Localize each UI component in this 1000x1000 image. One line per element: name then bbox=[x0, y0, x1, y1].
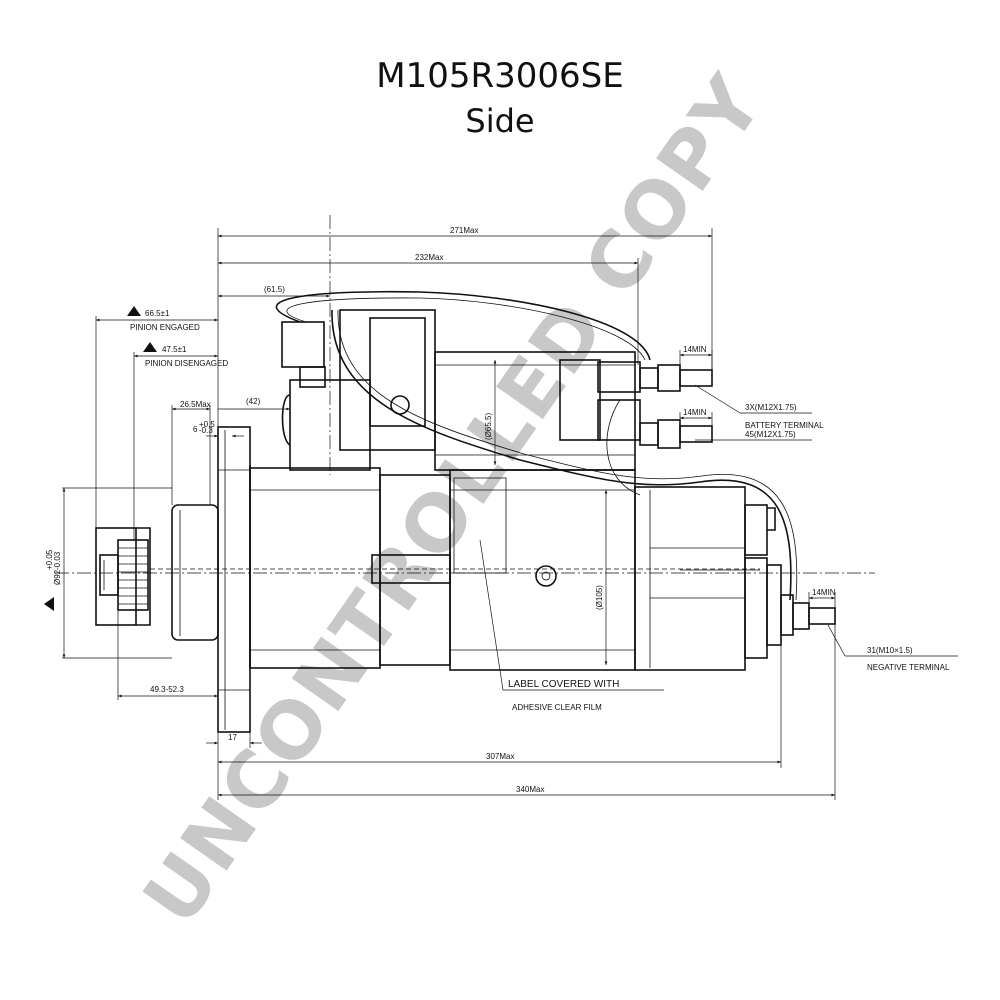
dim-340max: 340Max bbox=[218, 624, 836, 800]
dim-6: 6 +0.5 -0.3 bbox=[193, 420, 244, 438]
dim-14min-negative: 14MIN bbox=[808, 588, 836, 608]
svg-text:LABEL COVERED WITH: LABEL COVERED WITH bbox=[508, 679, 619, 690]
negative-terminal bbox=[780, 594, 836, 636]
dim-dia-65-5: (Ø65.5) bbox=[484, 360, 497, 465]
svg-text:14MIN: 14MIN bbox=[812, 588, 836, 597]
callout-label-film: LABEL COVERED WITH ADHESIVE CLEAR FILM bbox=[479, 539, 664, 712]
svg-text:14MIN: 14MIN bbox=[683, 345, 707, 354]
svg-text:6: 6 bbox=[193, 425, 198, 434]
svg-text:232Max: 232Max bbox=[415, 253, 443, 262]
dim-dia-92: Ø92 +0.05 -0.03 bbox=[44, 488, 66, 658]
callout-battery-terminal: 3X(M12X1.75) BATTERY TERMINAL bbox=[694, 384, 824, 430]
svg-text:+0.05: +0.05 bbox=[45, 549, 54, 570]
svg-text:45(M12X1.75): 45(M12X1.75) bbox=[745, 430, 796, 439]
svg-text:340Max: 340Max bbox=[516, 785, 544, 794]
svg-text:49.3-52.3: 49.3-52.3 bbox=[150, 685, 184, 694]
pinion-gear bbox=[117, 539, 149, 611]
battery-terminal bbox=[597, 361, 713, 449]
mounting-flange bbox=[217, 426, 251, 733]
callout-terminal-45: 45(M12X1.75) bbox=[695, 430, 812, 441]
svg-text:66.5±1: 66.5±1 bbox=[145, 309, 170, 318]
commutator-end-housing bbox=[634, 486, 782, 671]
svg-text:31(M10×1.5): 31(M10×1.5) bbox=[867, 646, 913, 655]
svg-text:BATTERY TERMINAL: BATTERY TERMINAL bbox=[745, 421, 824, 430]
dim-26-5max: 26.5Max bbox=[171, 400, 211, 505]
svg-text:14MIN: 14MIN bbox=[683, 408, 707, 417]
dim-42: (42) bbox=[218, 397, 290, 411]
svg-text:(42): (42) bbox=[246, 397, 261, 406]
drawing-title: M105R3006SE bbox=[376, 56, 624, 96]
svg-text:47.5±1: 47.5±1 bbox=[162, 345, 187, 354]
dim-17: 17 bbox=[206, 732, 262, 748]
dim-232max: 232Max bbox=[218, 253, 639, 365]
dim-47-5-pinion-disengaged: 47.5±1 PINION DISENGAGED bbox=[133, 342, 228, 540]
svg-text:26.5Max: 26.5Max bbox=[180, 400, 211, 409]
dim-14min-battery: 14MIN bbox=[679, 345, 713, 370]
dim-dia-105: (Ø105) bbox=[595, 490, 608, 665]
svg-text:NEGATIVE TERMINAL: NEGATIVE TERMINAL bbox=[867, 663, 950, 672]
dim-14min-45: 14MIN bbox=[679, 408, 713, 426]
svg-text:(Ø65.5): (Ø65.5) bbox=[484, 413, 493, 440]
drawing-subtitle: Side bbox=[465, 102, 535, 140]
svg-text:(Ø105): (Ø105) bbox=[595, 585, 604, 610]
drive-housing bbox=[95, 465, 251, 668]
svg-text:17: 17 bbox=[228, 733, 237, 742]
svg-text:-0.03: -0.03 bbox=[53, 551, 62, 570]
wiring-harness bbox=[275, 290, 798, 601]
svg-text:3X(M12X1.75): 3X(M12X1.75) bbox=[745, 403, 797, 412]
callout-negative-terminal: 31(M10×1.5) NEGATIVE TERMINAL bbox=[827, 624, 958, 672]
svg-text:307Max: 307Max bbox=[486, 752, 514, 761]
svg-text:ADHESIVE CLEAR FILM: ADHESIVE CLEAR FILM bbox=[512, 703, 602, 712]
dim-61-5: (61.5) bbox=[218, 285, 330, 298]
dim-66-5-pinion-engaged: 66.5±1 PINION ENGAGED bbox=[95, 306, 218, 528]
dim-307max: 307Max bbox=[217, 645, 782, 800]
svg-text:271Max: 271Max bbox=[450, 226, 478, 235]
svg-text:PINION ENGAGED: PINION ENGAGED bbox=[130, 323, 200, 332]
svg-text:Ø92: Ø92 bbox=[53, 569, 62, 585]
dim-49-3-52-3: 49.3-52.3 bbox=[117, 610, 218, 700]
svg-text:PINION DISENGAGED: PINION DISENGAGED bbox=[145, 359, 228, 368]
svg-text:-0.3: -0.3 bbox=[199, 426, 213, 435]
svg-text:(61.5): (61.5) bbox=[264, 285, 285, 294]
svg-text:+0.5: +0.5 bbox=[199, 420, 215, 429]
